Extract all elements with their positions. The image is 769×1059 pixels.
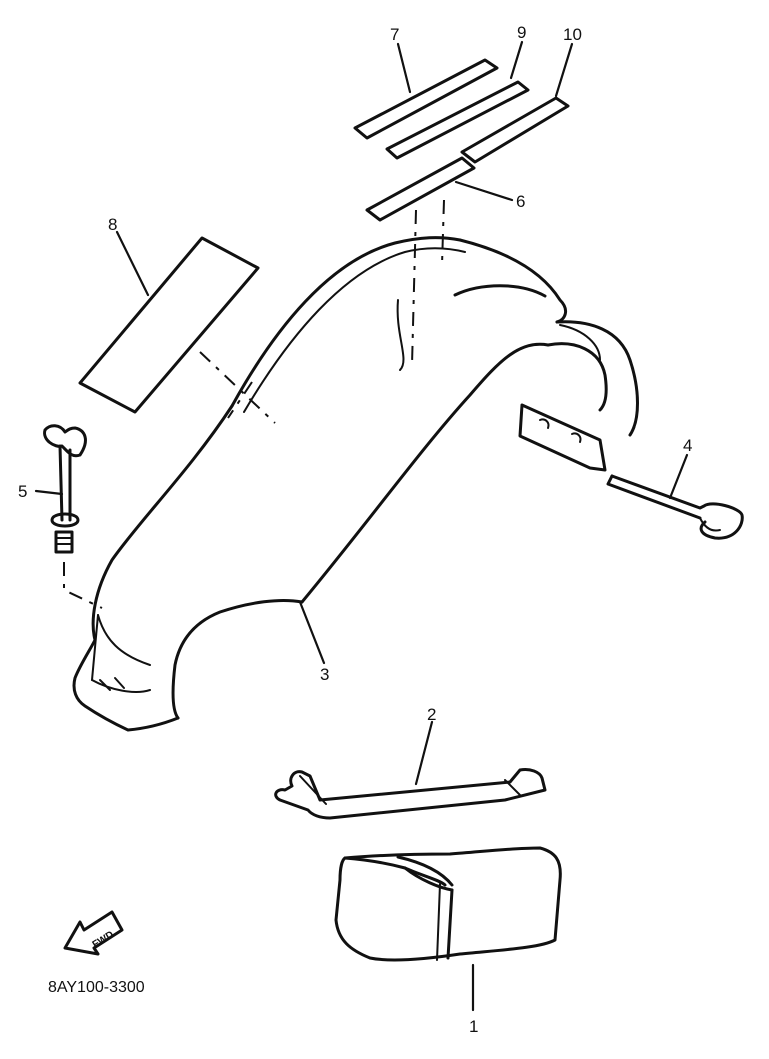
- callout-labels: 7 9 10 6 8 5 4 3 2 1: [18, 23, 692, 1036]
- callout-4: 4: [683, 436, 692, 455]
- wing-bolt-5: [43, 424, 87, 554]
- forward-arrow-icon: FWD: [63, 910, 124, 956]
- callout-7: 7: [390, 25, 399, 44]
- callout-5: 5: [18, 482, 27, 501]
- callout-9: 9: [517, 23, 526, 42]
- callout-10: 10: [563, 25, 582, 44]
- decal-8: [78, 236, 260, 414]
- battery-band-2: [274, 768, 547, 820]
- decal-10: [460, 96, 570, 164]
- hook-bolt-4: [606, 474, 744, 540]
- decal-7: [353, 58, 499, 140]
- callout-6: 6: [516, 192, 525, 211]
- decal-6: [365, 156, 476, 222]
- callout-3: 3: [320, 665, 329, 684]
- battery-1: [334, 846, 562, 962]
- callout-8: 8: [108, 215, 117, 234]
- leader-lines: [34, 40, 689, 1012]
- callout-1: 1: [469, 1017, 478, 1036]
- forward-arrow-label: FWD: [91, 929, 116, 950]
- assembly-guides: [63, 199, 445, 609]
- document-code: 8AY100-3300: [48, 979, 145, 996]
- rear-fender: [72, 236, 639, 732]
- decal-9: [385, 80, 530, 160]
- callout-2: 2: [427, 705, 436, 724]
